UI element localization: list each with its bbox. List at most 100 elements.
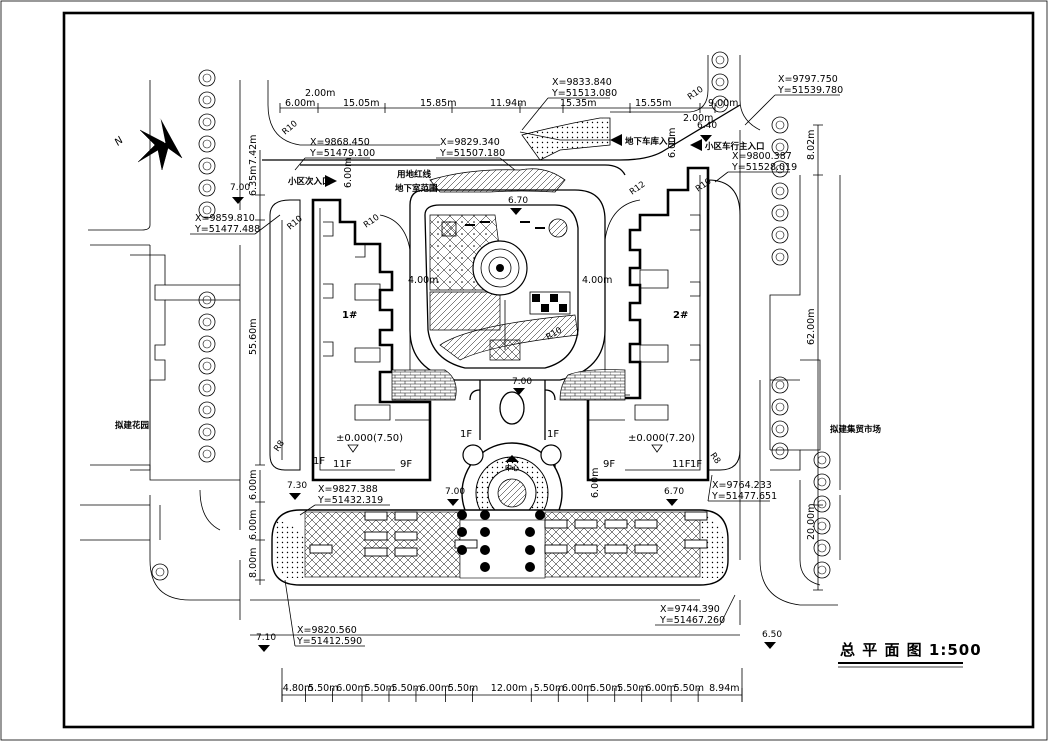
b1-floor-high: 11F	[333, 459, 352, 470]
tree-icon	[198, 357, 216, 375]
dim-bottom-2: 5.50m	[308, 683, 338, 694]
annotations: X=9833.840 Y=51513.080 X=9797.750 Y=5153…	[194, 74, 843, 647]
elev-2: 6.40	[697, 121, 717, 131]
coord-x-5: X=9800.387	[732, 151, 792, 162]
parking-slot	[544, 519, 568, 529]
tree-icon	[771, 226, 789, 244]
dim-left-1: 7.42m	[248, 135, 259, 165]
radius-4: R12	[628, 180, 647, 198]
dim-right-1: 8.02m	[806, 130, 817, 160]
dim-bottom-14: 5.50m	[674, 683, 704, 694]
tree-icon	[198, 201, 216, 219]
parking-slot	[544, 544, 568, 554]
courtyard-brick-left	[391, 369, 457, 401]
shrub-icon	[457, 510, 467, 520]
coord-y-5: Y=51528.019	[731, 162, 797, 173]
dim-top-9: 2.00m	[683, 113, 713, 124]
shrub-icon	[457, 527, 467, 537]
coord-x-9: X=9820.560	[297, 625, 357, 636]
coord-y-6: Y=51477.488	[194, 224, 260, 235]
dim-top-8: 9.00m	[708, 98, 738, 109]
elev-4: 7.00	[512, 377, 532, 387]
b2-floor-mid: 9F	[603, 459, 615, 470]
tree-icon	[711, 51, 729, 69]
tree-icon	[198, 179, 216, 197]
b2-elevation: ±0.000(7.20)	[628, 433, 695, 444]
tree-icon	[711, 73, 729, 91]
parking-slot	[394, 531, 418, 541]
tree-icon	[198, 445, 216, 463]
dim-bottom-10: 6.00m	[562, 683, 592, 694]
coord-x-4: X=9829.340	[440, 137, 500, 148]
dim-bottom-11: 5.50m	[590, 683, 620, 694]
coord-y-9: Y=51412.590	[296, 636, 362, 647]
coord-y-1: Y=51513.080	[551, 88, 617, 99]
building-labels: 1# ±0.000(7.50) 11F 9F 1F 1F 2# ±0.000(7…	[313, 310, 702, 470]
coord-x-1: X=9833.840	[552, 77, 612, 88]
dimension-labels: 2.00m 6.00m 15.05m 15.85m 11.94m 15.35m …	[248, 88, 817, 578]
label-east-site: 拟建集贸市场	[830, 424, 882, 435]
coord-x-8: X=9764.233	[712, 480, 772, 491]
dim-right-2: 62.00m	[806, 309, 817, 345]
dim-bottom-15: 8.94m	[709, 683, 739, 694]
tree-icon	[198, 313, 216, 331]
label-secondary-entrance: 小区次入口	[287, 176, 331, 187]
b1-floor-mid: 9F	[400, 459, 412, 470]
parking-slot	[574, 544, 598, 554]
tree-icon	[711, 95, 729, 113]
shrub-icon	[480, 527, 490, 537]
label-red-line: 用地红线	[396, 169, 432, 180]
parking-slot	[634, 544, 658, 554]
tree-icon	[198, 401, 216, 419]
west-neighbor-building	[80, 254, 240, 541]
b1-floor-low: 1F	[460, 429, 472, 440]
b1-number: 1#	[342, 310, 357, 321]
dim-bottom-12: 5.50m	[617, 683, 647, 694]
parking-slot	[364, 511, 388, 521]
dim-top-2: 6.00m	[285, 98, 315, 109]
label-garage-entrance: 地下车库入口	[625, 136, 676, 147]
tree-icon	[198, 423, 216, 441]
coord-x-6: X=9859.810	[195, 213, 255, 224]
tree-icon	[771, 204, 789, 222]
parking-slot	[604, 519, 628, 529]
coord-y-3: Y=51479.100	[309, 148, 375, 159]
coord-y-10: Y=51467.260	[659, 615, 725, 626]
dim-top-1: 2.00m	[305, 88, 335, 99]
coord-x-2: X=9797.750	[778, 74, 838, 85]
drawing-title-block: 总 平 面 图 1:500	[838, 641, 982, 668]
dim-inner-3: 6.00m	[343, 158, 354, 188]
drawing-title: 总 平 面 图 1:500	[840, 641, 982, 659]
coord-x-10: X=9744.390	[660, 604, 720, 615]
dim-top-4: 15.85m	[420, 98, 456, 109]
road-lines	[88, 55, 841, 636]
dim-left-3: 55.60m	[248, 319, 259, 355]
shrub-icon	[525, 562, 535, 572]
parking-slot	[604, 544, 628, 554]
dim-bottom-9: 5.50m	[534, 683, 564, 694]
tree-icon	[813, 561, 831, 579]
building-1	[311, 198, 432, 482]
tree-icon	[198, 335, 216, 353]
tree-icon	[198, 157, 216, 175]
dim-bottom-5: 5.50m	[392, 683, 422, 694]
elev-6: 7.00	[445, 487, 465, 497]
dim-left-2: 6.35m	[248, 166, 259, 196]
dim-left-6: 8.00m	[248, 548, 259, 578]
shrub-icon	[480, 562, 490, 572]
east-neighbor-building	[770, 359, 821, 471]
elev-8: 7.10	[256, 633, 276, 643]
coord-y-7: Y=51432.319	[317, 495, 383, 506]
west-greenbelt	[269, 199, 301, 471]
dim-inner-1: 4.00m	[408, 275, 438, 286]
site-boundary	[262, 104, 741, 161]
tree-icon	[771, 398, 789, 416]
elev-9: 6.50	[762, 630, 782, 640]
parking-slot	[364, 547, 388, 557]
parking-slot	[684, 511, 708, 521]
north-label: N	[113, 135, 126, 149]
shrub-icon	[480, 510, 490, 520]
dim-right-3: 20.00m	[806, 504, 817, 540]
